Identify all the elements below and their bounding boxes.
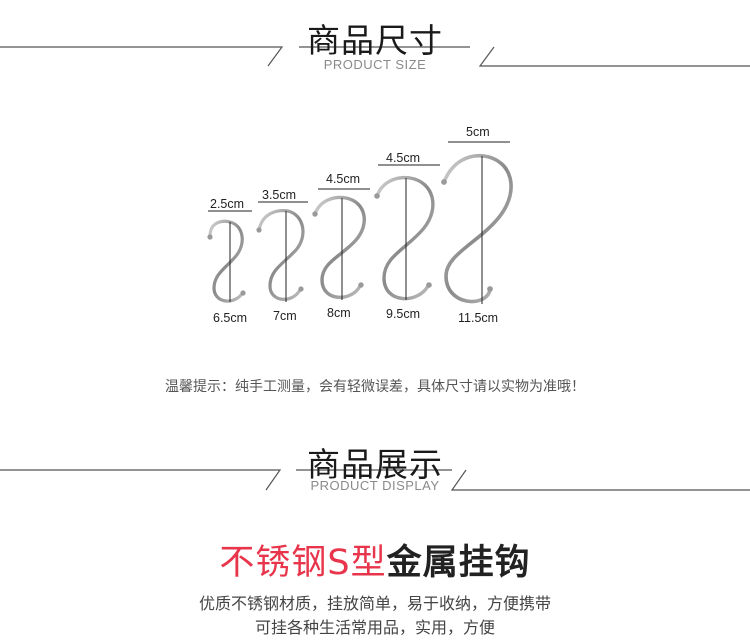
hook-3-width-label: 4.5cm	[326, 172, 360, 186]
hook-4-height-label: 9.5cm	[386, 307, 420, 321]
hook-2-height-label: 7cm	[273, 309, 297, 323]
size-section-subtitle: PRODUCT SIZE	[323, 57, 427, 72]
display-heading-rule	[0, 469, 750, 491]
hook-4: 4.5cm 9.5cm	[374, 151, 440, 321]
display-section-subtitle: PRODUCT DISPLAY	[310, 478, 440, 493]
hook-1-width-label: 2.5cm	[210, 197, 244, 211]
description-line-1: 优质不锈钢材质，挂放简单，易于收纳，方便携带	[198, 594, 551, 613]
hook-2: 3.5cm 7cm	[256, 188, 308, 323]
headline-dark-part: 金属挂钩	[386, 543, 531, 583]
hook-4-width-label: 4.5cm	[386, 151, 420, 165]
hook-5-width-label: 5cm	[466, 125, 490, 139]
hook-2-width-label: 3.5cm	[262, 188, 296, 202]
size-section-title: 商品尺寸	[307, 21, 443, 60]
headline-red-part: 不锈钢S型	[219, 543, 387, 583]
hook-3-height-label: 8cm	[327, 306, 351, 320]
size-heading-rule	[0, 46, 750, 67]
product-headline: 不锈钢S型金属挂钩	[0, 534, 750, 585]
hook-5-height-label: 11.5cm	[458, 311, 498, 325]
description-line-2: 可挂各种生活常用品，实用，方便	[254, 618, 495, 637]
hook-5: 5cm 11.5cm	[441, 125, 513, 325]
display-section-title: 商品展示	[307, 445, 443, 484]
hook-1: 2.5cm 6.5cm	[207, 197, 252, 325]
hook-1-height-label: 6.5cm	[213, 311, 247, 325]
hook-3: 4.5cm 8cm	[312, 172, 370, 320]
measurement-tip: 温馨提示：纯手工测量，会有轻微误差，具体尺寸请以实物为准哦！	[165, 379, 585, 395]
hook-size-diagram: 2.5cm 6.5cm 3.5cm 7cm 4.5cm 8cm 4.5cm 9.…	[207, 125, 513, 325]
